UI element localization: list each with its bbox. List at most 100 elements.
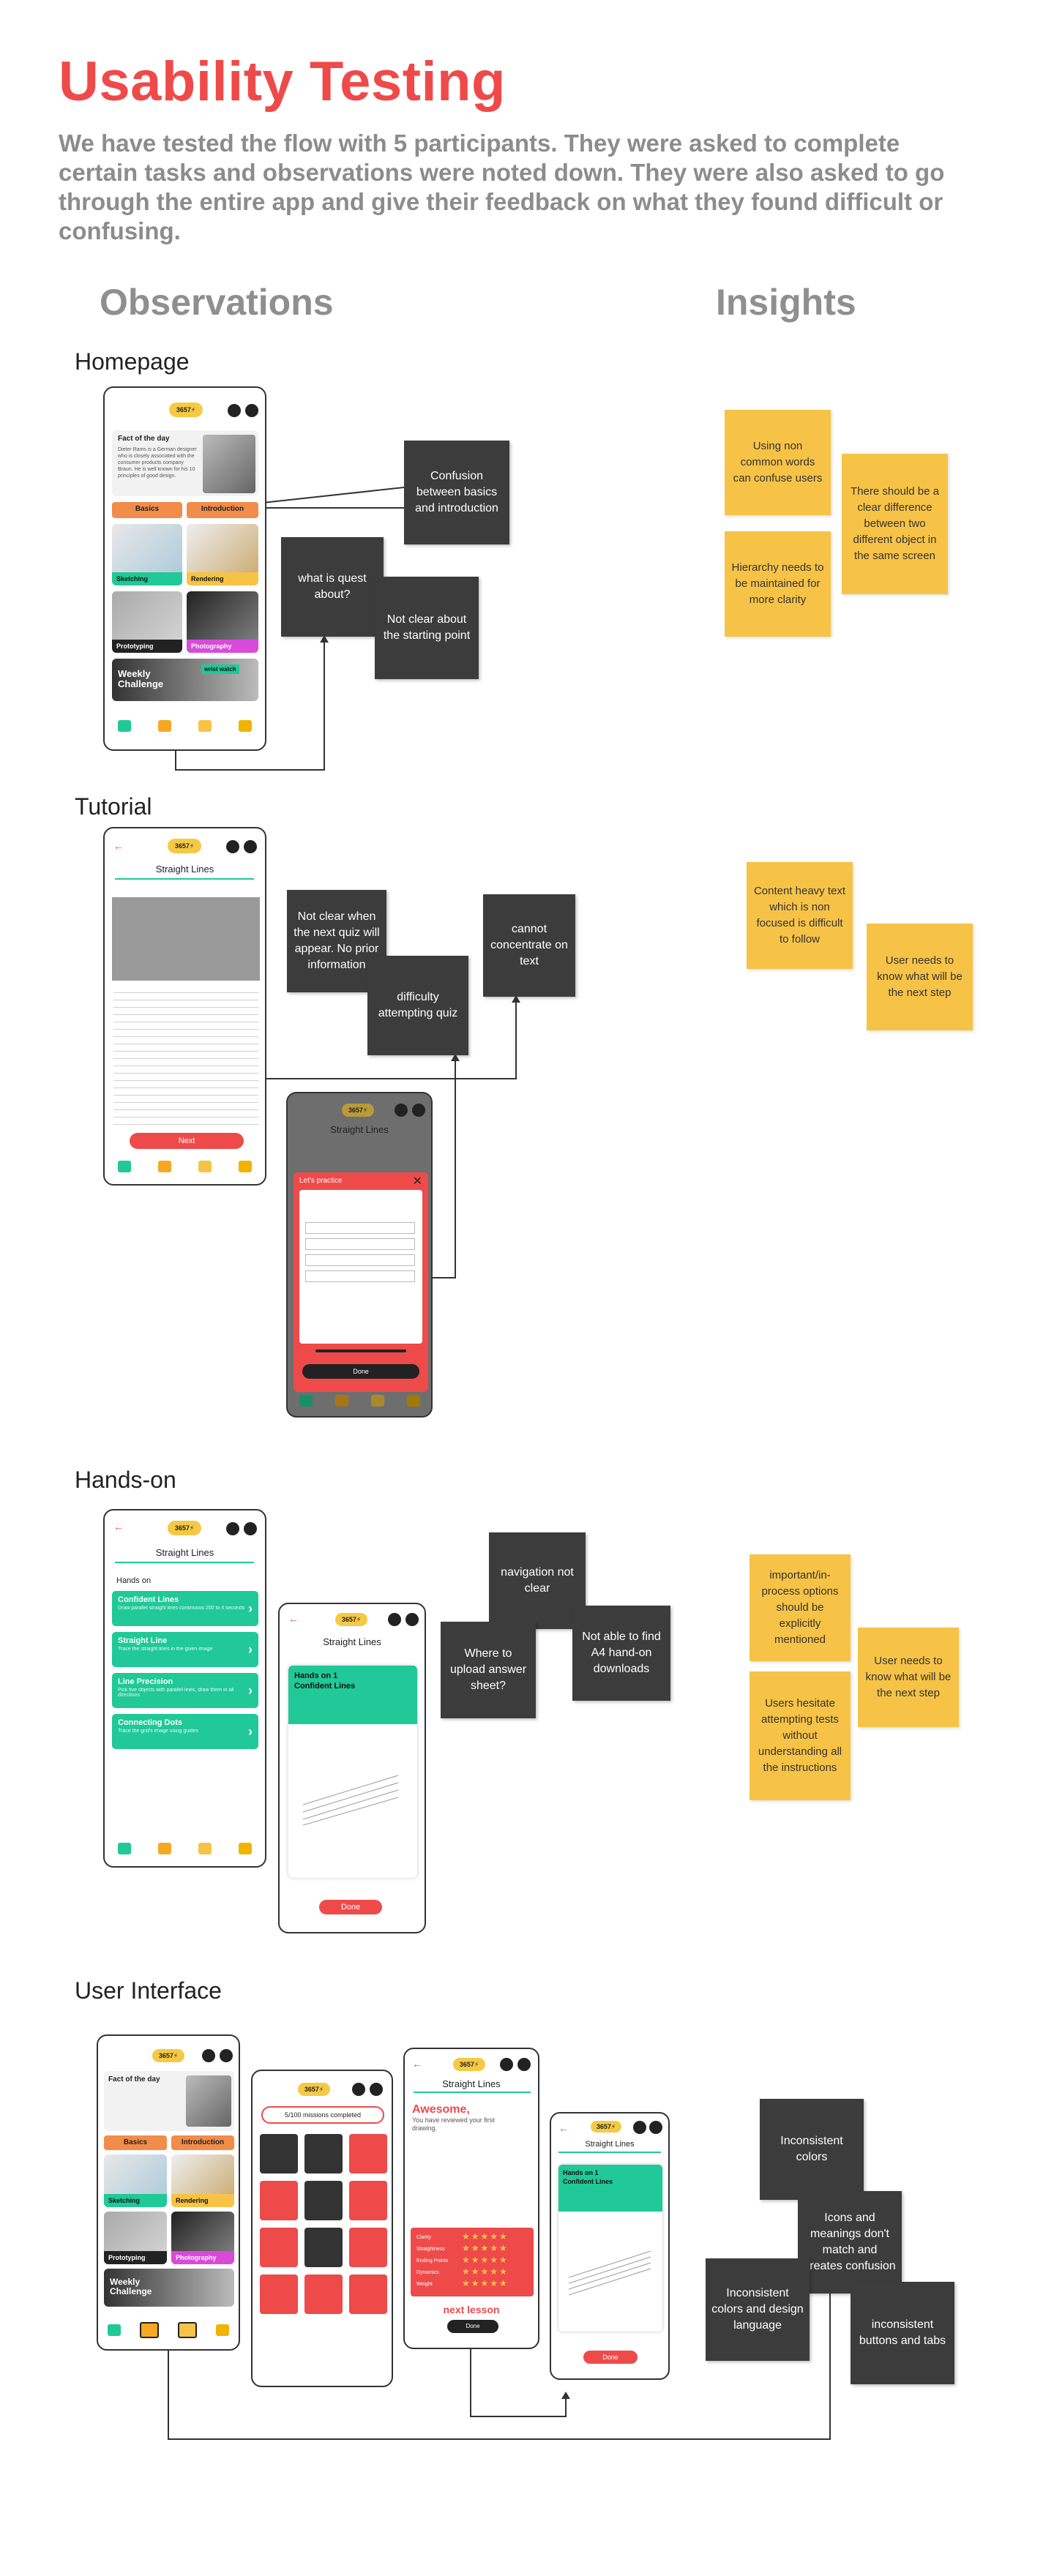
- mission-tile[interactable]: [260, 2228, 298, 2267]
- chevron-right-icon: ›: [248, 1724, 253, 1739]
- mission-tile[interactable]: [304, 2134, 343, 2174]
- next-button[interactable]: Next: [130, 1133, 244, 1149]
- prototyping-tile[interactable]: Prototyping: [104, 2212, 167, 2264]
- quiz-icon[interactable]: [158, 1843, 172, 1854]
- coins-badge[interactable]: 3657⚡: [591, 2121, 621, 2133]
- rendering-tile[interactable]: Rendering: [171, 2154, 234, 2207]
- bell-icon[interactable]: [226, 1522, 239, 1535]
- weekly-challenge-card[interactable]: Weekly Challenge: [104, 2269, 234, 2307]
- bell-icon[interactable]: [388, 1613, 401, 1626]
- bell-icon[interactable]: [228, 404, 241, 417]
- coins-badge[interactable]: 3657⚡: [169, 402, 203, 417]
- mission-tile[interactable]: [349, 2274, 387, 2314]
- back-arrow-icon[interactable]: ←: [113, 1521, 124, 1532]
- profile-icon[interactable]: [244, 840, 257, 853]
- sketching-tile[interactable]: Sketching: [104, 2154, 167, 2207]
- coins-badge[interactable]: 3657⚡: [298, 2083, 330, 2096]
- home-icon[interactable]: [118, 1161, 132, 1172]
- coins-badge[interactable]: 3657⚡: [168, 1521, 201, 1535]
- done-button[interactable]: Done: [319, 1900, 382, 1914]
- prototyping-tile[interactable]: Prototyping: [112, 591, 182, 653]
- coins-badge[interactable]: 3657⚡: [168, 839, 201, 853]
- quiz-icon[interactable]: [158, 720, 172, 732]
- quiz-icon[interactable]: [334, 1395, 348, 1407]
- coins-badge[interactable]: 3657⚡: [342, 1104, 374, 1117]
- profile-icon[interactable]: [517, 2058, 531, 2071]
- introduction-tab[interactable]: Introduction: [187, 502, 258, 518]
- home-icon[interactable]: [299, 1395, 313, 1407]
- mission-tile[interactable]: [304, 2181, 343, 2220]
- mission-tile[interactable]: [349, 2228, 387, 2267]
- mission-tile[interactable]: [304, 2274, 343, 2314]
- bell-icon[interactable]: [633, 2121, 646, 2134]
- leaderboard-icon[interactable]: [216, 2324, 229, 2336]
- close-icon[interactable]: ✕: [412, 1175, 422, 1188]
- weekly-challenge-card[interactable]: Weekly Challenge wrist watch: [112, 659, 258, 701]
- bell-icon[interactable]: [352, 2083, 365, 2096]
- answer-option[interactable]: [305, 1254, 415, 1266]
- home-icon[interactable]: [118, 720, 132, 732]
- mission-tile[interactable]: [349, 2181, 387, 2220]
- profile-icon[interactable]: [244, 1522, 257, 1535]
- profile-icon[interactable]: [405, 1613, 419, 1626]
- answer-option[interactable]: [305, 1270, 415, 1282]
- video-placeholder[interactable]: [112, 897, 260, 981]
- profile-icon[interactable]: [649, 2121, 662, 2134]
- ins-in-process-options: important/in-process options should be e…: [750, 1554, 851, 1661]
- photography-tile[interactable]: Photography: [187, 591, 258, 653]
- done-button[interactable]: Done: [447, 2320, 498, 2333]
- coins-badge[interactable]: 3657⚡: [453, 2058, 485, 2071]
- portfolio-icon[interactable]: [370, 1395, 384, 1407]
- profile-icon[interactable]: [245, 404, 258, 417]
- mission-tile[interactable]: [349, 2134, 387, 2174]
- back-arrow-icon[interactable]: ←: [288, 1613, 299, 1625]
- back-arrow-icon[interactable]: ←: [412, 2058, 422, 2070]
- done-button[interactable]: Done: [302, 1364, 419, 1379]
- coins-badge[interactable]: 3657⚡: [152, 2049, 184, 2062]
- bell-icon[interactable]: [395, 1104, 408, 1117]
- portfolio-icon[interactable]: [198, 1843, 212, 1854]
- leaderboard-icon[interactable]: [238, 1161, 252, 1172]
- home-icon[interactable]: [108, 2324, 121, 2336]
- bell-icon[interactable]: [226, 840, 239, 853]
- mission-tile[interactable]: [260, 2181, 298, 2220]
- basics-tab[interactable]: Basics: [112, 502, 182, 518]
- mission-tile[interactable]: [304, 2228, 343, 2267]
- profile-icon[interactable]: [220, 2049, 233, 2062]
- back-arrow-icon[interactable]: ←: [558, 2122, 569, 2134]
- fact-card[interactable]: Fact of the day: [104, 2071, 234, 2131]
- fact-card[interactable]: Fact of the day Dieter Rams is a German …: [112, 430, 258, 496]
- leaderboard-icon[interactable]: [238, 1843, 252, 1854]
- introduction-tab[interactable]: Introduction: [171, 2135, 234, 2150]
- portfolio-icon[interactable]: [178, 2322, 197, 2338]
- obs-icons-meanings: Icons and meanings don't match and creat…: [798, 2191, 902, 2294]
- photography-tile[interactable]: Photography: [171, 2212, 234, 2264]
- coins-badge[interactable]: 3657⚡: [335, 1613, 367, 1626]
- quiz-icon[interactable]: [140, 2322, 159, 2338]
- profile-icon[interactable]: [370, 2083, 383, 2096]
- mission-tile[interactable]: [260, 2274, 298, 2314]
- done-button[interactable]: Done: [583, 2351, 638, 2364]
- rendering-tile[interactable]: Rendering: [187, 524, 258, 585]
- answer-option[interactable]: [305, 1222, 415, 1234]
- sketching-tile[interactable]: Sketching: [112, 524, 182, 585]
- bell-icon[interactable]: [202, 2049, 215, 2062]
- leaderboard-icon[interactable]: [238, 720, 252, 732]
- portfolio-icon[interactable]: [198, 720, 212, 732]
- lesson-title: Straight Lines: [155, 864, 214, 875]
- quiz-icon[interactable]: [158, 1161, 172, 1172]
- profile-icon[interactable]: [412, 1104, 425, 1117]
- next-lesson-link[interactable]: next lesson: [443, 2304, 500, 2315]
- bell-icon[interactable]: [500, 2058, 513, 2071]
- mission-tile[interactable]: [260, 2134, 298, 2174]
- answer-option[interactable]: [305, 1238, 415, 1250]
- portfolio-icon[interactable]: [198, 1161, 212, 1172]
- basics-tab[interactable]: Basics: [104, 2135, 167, 2150]
- leaderboard-icon[interactable]: [406, 1395, 420, 1407]
- back-arrow-icon[interactable]: ←: [113, 840, 124, 852]
- home-icon[interactable]: [118, 1843, 132, 1854]
